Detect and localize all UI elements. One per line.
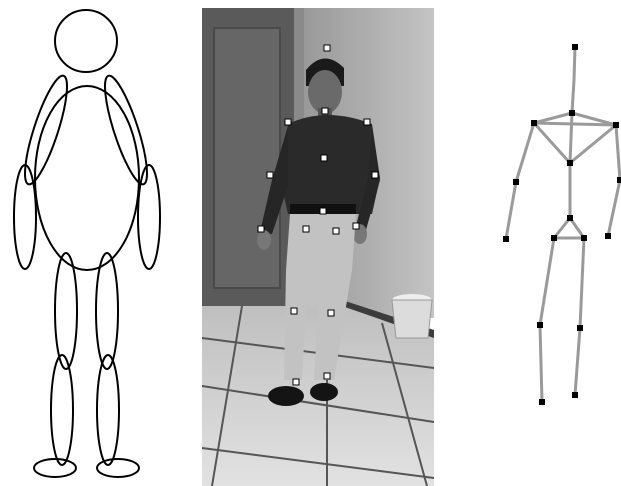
bone-right-chest bbox=[570, 125, 616, 163]
marker-right-shoulder bbox=[364, 119, 370, 125]
marker-left-knee bbox=[291, 308, 297, 314]
bone-right-leg bbox=[575, 238, 584, 395]
marker-left-hip bbox=[303, 226, 309, 232]
marker-waist bbox=[320, 208, 326, 214]
left-thigh-ellipse bbox=[55, 253, 77, 369]
joint-left-shoulder bbox=[531, 120, 537, 126]
body-outline-svg bbox=[0, 0, 200, 486]
bone-left-chest bbox=[534, 123, 570, 163]
marker-right-hip bbox=[353, 223, 359, 229]
joint-right-hip bbox=[581, 235, 587, 241]
bone-sternum bbox=[570, 113, 572, 163]
walking-person-photo bbox=[202, 8, 434, 486]
joint-chest bbox=[567, 160, 573, 166]
face bbox=[308, 70, 342, 114]
right-forearm-ellipse bbox=[138, 165, 160, 269]
marker-neck bbox=[322, 108, 328, 114]
head-ellipse bbox=[55, 10, 117, 72]
right-upper-arm-ellipse bbox=[97, 72, 155, 188]
body-outline-model bbox=[0, 0, 200, 486]
joint-head bbox=[572, 44, 578, 50]
marker-right-ankle bbox=[324, 373, 330, 379]
joint-right-shoulder bbox=[613, 122, 619, 128]
joint-left-elbow bbox=[513, 179, 519, 185]
marker-left-shoulder bbox=[285, 119, 291, 125]
marker-right-elbow bbox=[372, 172, 378, 178]
right-thigh-ellipse bbox=[96, 253, 118, 369]
door-panel bbox=[214, 28, 280, 288]
marker-head-top bbox=[324, 45, 330, 51]
bone-left-clavicle bbox=[534, 113, 572, 123]
left-shoe bbox=[268, 386, 304, 406]
stick-figure-skeleton bbox=[470, 0, 621, 486]
bone-left-arm bbox=[506, 123, 534, 239]
right-shin-ellipse bbox=[97, 355, 119, 465]
right-foot-ellipse bbox=[97, 459, 139, 477]
right-shoe bbox=[310, 383, 338, 401]
joint-right-knee bbox=[577, 325, 583, 331]
skeleton-joints bbox=[503, 44, 621, 405]
marker-left-elbow bbox=[267, 172, 273, 178]
marker-left-wrist bbox=[258, 226, 264, 232]
left-shin-ellipse bbox=[51, 355, 73, 465]
left-upper-arm-ellipse bbox=[17, 72, 75, 188]
torso-ellipse bbox=[35, 86, 139, 270]
skeleton-bones bbox=[506, 47, 620, 402]
photo-svg bbox=[202, 8, 434, 486]
joint-left-knee bbox=[537, 322, 543, 328]
joint-right-ankle bbox=[572, 392, 578, 398]
left-foot-ellipse bbox=[34, 459, 76, 477]
joint-right-elbow bbox=[617, 177, 621, 183]
bone-shoulder-line bbox=[534, 123, 616, 125]
marker-mid-hip bbox=[333, 228, 339, 234]
marker-right-knee bbox=[328, 310, 334, 316]
joint-pelvis bbox=[567, 215, 573, 221]
joint-left-wrist bbox=[503, 236, 509, 242]
skeleton-svg bbox=[470, 0, 621, 486]
joint-left-hip bbox=[551, 235, 557, 241]
joint-right-wrist bbox=[605, 233, 611, 239]
marker-chest bbox=[321, 155, 327, 161]
joint-left-ankle bbox=[539, 399, 545, 405]
joint-neck bbox=[569, 110, 575, 116]
bone-head-neck bbox=[572, 47, 575, 113]
marker-left-ankle bbox=[293, 379, 299, 385]
trash-bin bbox=[392, 300, 432, 338]
bone-left-leg bbox=[540, 238, 554, 402]
left-hand bbox=[257, 230, 271, 250]
